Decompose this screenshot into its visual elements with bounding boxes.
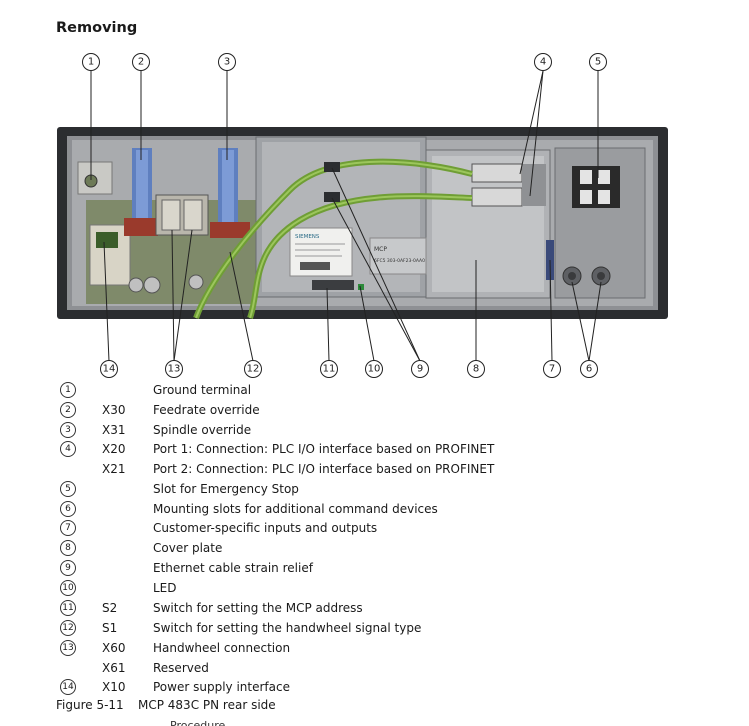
legend-number: 10 — [60, 580, 76, 596]
callout-10: 10 — [365, 360, 383, 378]
figure-caption: Figure 5-11 MCP 483C PN rear side — [56, 698, 276, 712]
svg-text:11: 11 — [323, 364, 336, 375]
ethernet-port-x20 — [471, 163, 523, 183]
legend-code: X61 — [102, 661, 126, 675]
legend-description: LED — [153, 581, 177, 595]
legend-number: 13 — [60, 640, 76, 656]
svg-text:9: 9 — [417, 364, 423, 375]
svg-text:4: 4 — [540, 57, 546, 68]
callout-4: 4 — [534, 53, 552, 71]
svg-text:10: 10 — [368, 364, 381, 375]
legend-description: Slot for Emergency Stop — [153, 482, 299, 496]
legend-code: X60 — [102, 641, 126, 655]
emergency-stop-block — [572, 166, 620, 208]
legend-description: Cover plate — [153, 541, 223, 555]
dip-switch-s2 — [312, 280, 354, 290]
legend-number: 7 — [60, 520, 76, 536]
legend-number: 11 — [60, 600, 76, 616]
mcp-label: MCP — [374, 246, 387, 253]
section-heading: Removing — [56, 20, 138, 36]
legend-code: X10 — [102, 680, 126, 694]
legend-description: Customer-specific inputs and outputs — [153, 521, 378, 535]
callout-11: 11 — [320, 360, 338, 378]
legend-description: Power supply interface — [153, 680, 290, 694]
ground-terminal-plate — [77, 161, 113, 195]
legend-description: Handwheel connection — [153, 641, 291, 655]
svg-text:12: 12 — [247, 364, 260, 375]
legend-number: 6 — [60, 501, 76, 517]
legend-code: X20 — [102, 442, 126, 456]
callout-12: 12 — [244, 360, 262, 378]
legend-description: Feedrate override — [153, 403, 260, 417]
callout-13: 13 — [165, 360, 183, 378]
callout-8: 8 — [467, 360, 485, 378]
brand-label: SIEMENS — [295, 234, 320, 240]
legend-code: S1 — [102, 621, 118, 635]
legend-code: X30 — [102, 403, 126, 417]
svg-text:6: 6 — [586, 364, 592, 375]
legend-number: 12 — [60, 620, 76, 636]
svg-text:14: 14 — [103, 364, 116, 375]
callout-7: 7 — [543, 360, 561, 378]
legend-description: Reserved — [153, 661, 209, 675]
figure-number: Figure 5-11 — [56, 698, 124, 712]
part-number: 6FC5 303-0AF23-0AA0 — [374, 258, 425, 264]
callout-14: 14 — [100, 360, 118, 378]
callout-9: 9 — [411, 360, 429, 378]
legend-number: 3 — [60, 422, 76, 438]
legend-code: X31 — [102, 423, 126, 437]
legend-code: S2 — [102, 601, 118, 615]
callout-2: 2 — [132, 53, 150, 71]
callout-3: 3 — [218, 53, 236, 71]
svg-text:3: 3 — [224, 57, 230, 68]
legend-description: Spindle override — [153, 423, 252, 437]
legend-description: Mounting slots for additional command de… — [153, 502, 438, 516]
legend-description: Ground terminal — [153, 383, 252, 397]
legend-description: Port 2: Connection: PLC I/O interface ba… — [153, 462, 495, 476]
svg-text:7: 7 — [549, 364, 555, 375]
svg-text:1: 1 — [88, 57, 94, 68]
legend-code: X21 — [102, 462, 126, 476]
ethernet-port-x21 — [471, 187, 523, 207]
legend-number: 5 — [60, 481, 76, 497]
legend-number: 2 — [60, 402, 76, 418]
figure-title: MCP 483C PN rear side — [138, 698, 276, 712]
callout-5: 5 — [589, 53, 607, 71]
strain-relief-clip — [324, 162, 340, 172]
svg-text:13: 13 — [168, 364, 181, 375]
device-rear-photo: SIEMENS MCP 6FC5 303-0AF23-0AA0 — [57, 53, 668, 378]
legend-number: 1 — [60, 382, 76, 398]
svg-text:2: 2 — [138, 57, 144, 68]
legend-number: 4 — [60, 441, 76, 457]
legend-description: Port 1: Connection: PLC I/O interface ba… — [153, 442, 495, 456]
cut-off-text: Procedure — [170, 719, 226, 726]
capacitor — [143, 276, 161, 294]
legend-description: Switch for setting the handwheel signal … — [153, 621, 422, 635]
legend-number: 8 — [60, 540, 76, 556]
legend-number: 9 — [60, 560, 76, 576]
svg-text:8: 8 — [473, 364, 479, 375]
legend-number: 14 — [60, 679, 76, 695]
svg-text:5: 5 — [595, 57, 601, 68]
callout-1: 1 — [82, 53, 100, 71]
callout-6: 6 — [580, 360, 598, 378]
legend-description: Switch for setting the MCP address — [153, 601, 363, 615]
legend-description: Ethernet cable strain relief — [153, 561, 313, 575]
